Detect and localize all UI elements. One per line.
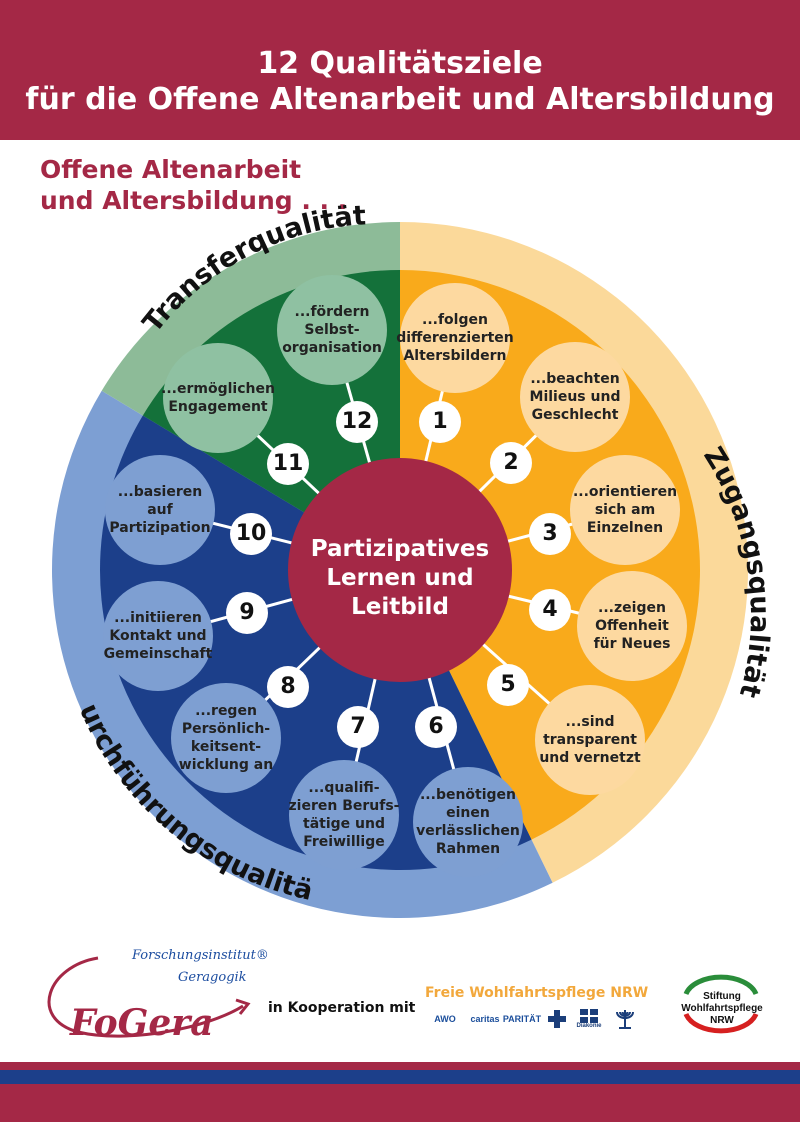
goal-node-label: ...basieren auf Partizipation xyxy=(109,484,211,536)
goal-node-circle xyxy=(535,685,645,795)
goal-number: 9 xyxy=(239,600,255,625)
awo-logo: AWO xyxy=(434,1014,456,1024)
goal-number-circle xyxy=(415,706,457,748)
goal-number-circle xyxy=(226,592,268,634)
goal-node-circle xyxy=(570,455,680,565)
stiftung-text: Stiftung Wohlfahrtspflege NRW xyxy=(681,991,763,1026)
goal-node-circle xyxy=(400,283,510,393)
fogera-logo: FoGera xyxy=(70,1002,214,1044)
goal-number-circle xyxy=(487,664,529,706)
subtitle: Offene Altenarbeit und Altersbildung . .… xyxy=(40,154,347,216)
goal-node-circle xyxy=(105,455,215,565)
red-cross-icon xyxy=(544,1008,570,1030)
kooperation-text: in Kooperation mit xyxy=(268,1000,416,1016)
goal-node-label: ...fördern Selbst- organisation xyxy=(282,304,382,356)
paritaet-logo: PARITÄT xyxy=(502,1014,542,1024)
goal-number-circle xyxy=(267,443,309,485)
title-line-1: 12 Qualitätsziele xyxy=(257,46,543,81)
goal-node-circle xyxy=(103,581,213,691)
fwp-title: Freie Wohlfahrtspflege NRW xyxy=(425,985,649,1001)
goal-node-label: ...benötigen einen verlässlichen Rahmen xyxy=(416,787,520,857)
goal-node-label: ...regen Persönlich- keitsent- wicklung … xyxy=(178,703,274,773)
goal-node-label: ...sind transparent und vernetzt xyxy=(539,714,641,766)
goal-number: 6 xyxy=(428,714,444,739)
center-label: Partizipatives Lernen und Leitbild xyxy=(310,536,490,620)
goal-number: 8 xyxy=(280,674,296,699)
menorah-icon xyxy=(610,1008,640,1030)
goal-node-label: ...beachten Milieus und Geschlecht xyxy=(529,371,621,423)
goal-number: 2 xyxy=(503,450,519,475)
goal-node-label: ...zeigen Offenheit für Neues xyxy=(593,600,671,652)
goal-number-circle xyxy=(267,666,309,708)
fogera-swoosh xyxy=(47,956,251,1038)
goal-number-circle xyxy=(529,589,571,631)
goal-node-label: ...qualifi- zieren Berufs- tätige und Fr… xyxy=(288,780,400,850)
caritas-logo: caritas xyxy=(470,1014,500,1024)
fogera-line-1: Forschungsinstitut® xyxy=(132,948,269,963)
goal-number: 7 xyxy=(350,714,366,739)
goal-node-circle xyxy=(163,343,273,453)
subtitle-line-2: und Altersbildung . . . xyxy=(40,186,348,215)
goal-number: 4 xyxy=(542,597,558,622)
goal-node-circle xyxy=(520,342,630,452)
goal-number: 3 xyxy=(542,521,558,546)
goal-number: 11 xyxy=(272,451,304,476)
goal-number: 10 xyxy=(235,521,267,546)
goal-number-circle xyxy=(230,513,272,555)
title-line-2: für die Offene Altenarbeit und Altersbil… xyxy=(25,82,775,117)
goal-node-circle xyxy=(277,275,387,385)
goal-node-label: ...folgen differenzierten Altersbildern xyxy=(396,312,514,364)
center-circle xyxy=(288,458,512,682)
goal-number-circle xyxy=(337,706,379,748)
footer-stripe xyxy=(0,1070,800,1084)
goal-number: 12 xyxy=(341,409,373,434)
goal-number-circle xyxy=(419,401,461,443)
goal-node-circle xyxy=(577,571,687,681)
goal-node-circle xyxy=(413,767,523,877)
goal-number-circle xyxy=(529,513,571,555)
goal-node-label: ...initiieren Kontakt und Gemeinschaft xyxy=(103,610,213,662)
goal-number: 1 xyxy=(432,409,448,434)
goal-number: 5 xyxy=(500,672,516,697)
stiftung-logo xyxy=(683,974,759,1034)
subtitle-line-1: Offene Altenarbeit xyxy=(40,155,302,184)
diakonie-logo: Diakonie xyxy=(574,1008,604,1030)
goal-node-label: ...ermöglichen Engagement xyxy=(161,381,275,415)
goal-number-circle xyxy=(490,442,532,484)
page-title: 12 Qualitätsziele für die Offene Altenar… xyxy=(0,46,800,118)
header-banner xyxy=(0,0,800,140)
goal-node-label: ...orientieren sich am Einzelnen xyxy=(572,484,678,536)
fogera-line-2: Geragogik xyxy=(178,970,247,985)
goal-number-circle xyxy=(336,401,378,443)
goal-node-circle xyxy=(289,760,399,870)
goal-node-circle xyxy=(171,683,281,793)
